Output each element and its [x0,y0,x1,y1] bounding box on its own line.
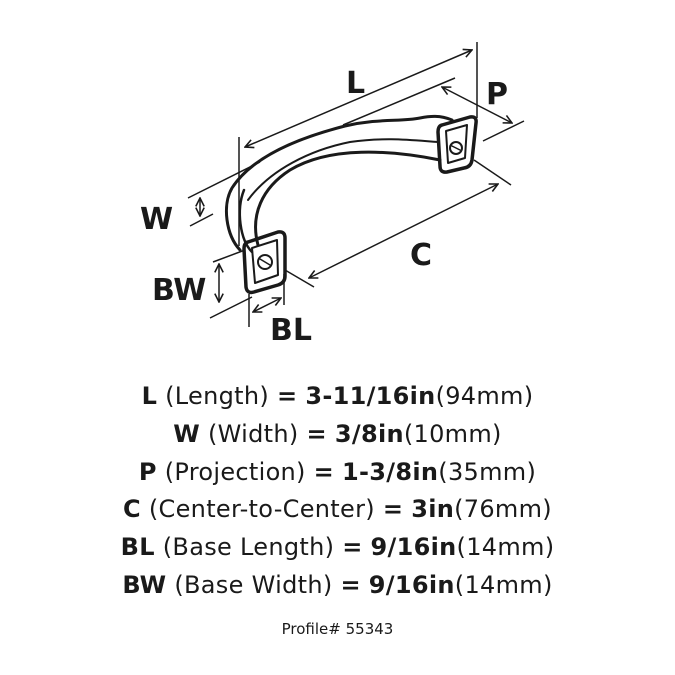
spec-imperial: 9/16in [368,570,455,599]
spec-equals: = [342,533,363,562]
spec-code: L [141,382,158,410]
spec-base-width: BW (Base Width) = 9/16in(14mm) [0,567,675,605]
spec-metric: (14mm) [456,533,555,562]
label-BW: BW [152,273,206,308]
spec-equals: = [340,570,361,599]
left-base [242,230,287,295]
spec-center-to-center: C (Center-to-Center) = 3in(76mm) [0,491,675,529]
spec-name: (Width) [208,419,299,448]
spec-base-length: BL (Base Length) = 9/16in(14mm) [0,529,675,567]
handle-inner-edge [254,150,442,247]
spec-equals: = [306,419,327,448]
spec-name: (Length) [165,382,270,410]
label-C: C [410,238,432,273]
spec-imperial: 9/16in [370,533,457,562]
spec-code: BW [122,570,167,599]
P-dimension-arrow [442,87,512,123]
profile-number: Profile# 55343 [281,620,394,638]
spec-code: W [173,419,201,448]
handle-side-edge [238,188,254,254]
spec-name: (Base Width) [174,570,333,599]
spec-length: L (Length) = 3-11/16in(94mm) [0,378,675,416]
handle-mid-edge [247,138,439,201]
BL-dimension-arrow [253,298,281,312]
spec-metric: (14mm) [454,570,553,599]
spec-equals: = [276,382,298,410]
spec-name: (Center-to-Center) [148,495,375,524]
L-dimension-arrow [245,50,472,147]
handle-outer-edge [225,114,454,252]
spec-metric: (35mm) [438,457,537,486]
spec-metric: (94mm) [435,382,534,410]
label-L: L [346,66,365,101]
spec-projection: P (Projection) = 1-3/8in(35mm) [0,454,675,492]
spec-equals: = [313,457,335,486]
C-dimension-arrow [309,184,498,278]
spec-equals: = [382,495,404,524]
spec-imperial: 3in [411,495,455,524]
spec-metric: (10mm) [403,419,502,448]
spec-code: P [138,457,157,486]
spec-imperial: 3-11/16in [305,382,436,410]
spec-imperial: 3/8in [334,419,404,448]
spec-metric: (76mm) [454,495,552,524]
label-BL: BL [270,313,312,348]
spec-code: BL [120,533,155,562]
spec-code: C [123,495,141,524]
cabinet-pull-drawing: L P W C BW BL [140,42,525,348]
spec-name: (Base Length) [162,533,335,562]
dimension-lines [187,42,525,327]
label-W: W [140,202,173,237]
label-P: P [486,77,508,112]
spec-width: W (Width) = 3/8in(10mm) [0,416,675,454]
specifications-list: L (Length) = 3-11/16in(94mm) W (Width) =… [0,378,675,605]
spec-name: (Projection) [164,457,306,486]
pull-handle [225,114,478,295]
spec-imperial: 1-3/8in [342,457,439,486]
right-base [436,115,478,174]
